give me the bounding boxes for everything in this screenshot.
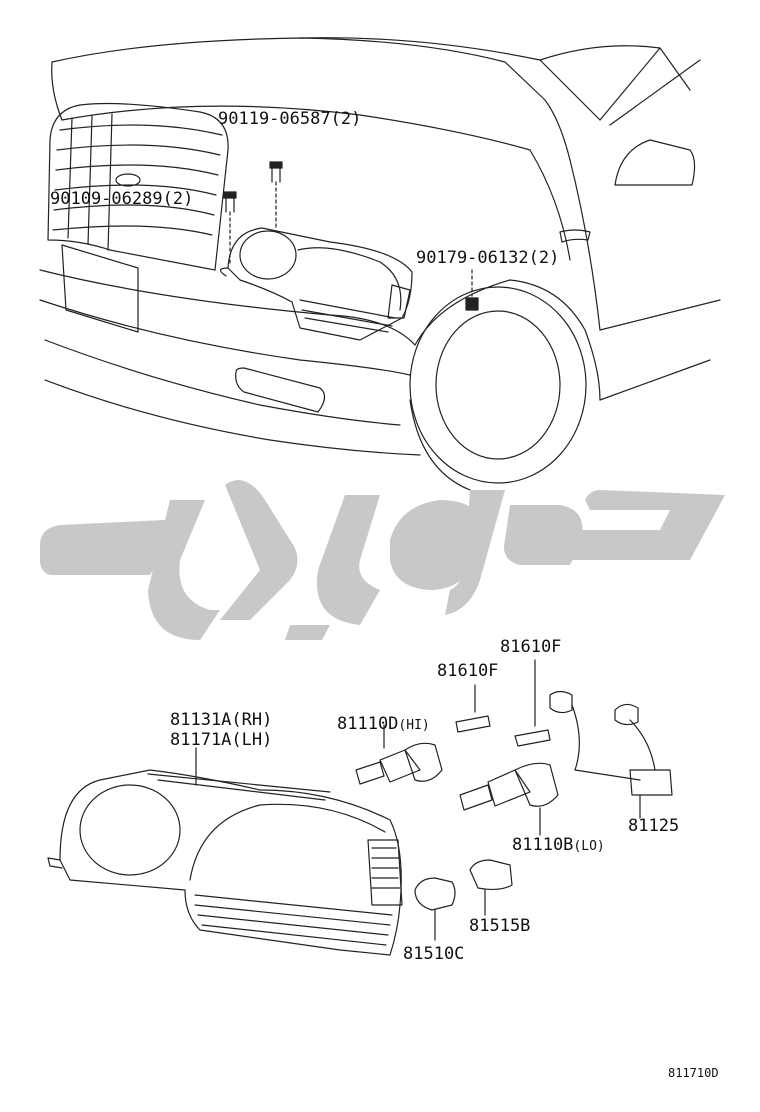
- label-bolt-a: 90119-06587(2): [218, 110, 361, 128]
- label-bulb-hi-note: (HI): [398, 718, 430, 733]
- label-socket: 81515B: [469, 916, 531, 936]
- headlamp-assembly-illustration: [47, 659, 673, 956]
- label-bulb-lo-note: (LO): [573, 839, 605, 854]
- diagram-code: 811710D: [668, 1066, 719, 1080]
- label-small-bulb-1: 81610F: [437, 661, 499, 681]
- label-housing-lh-number: 81171A: [170, 730, 232, 750]
- label-bulb-lo: 81110B(LO): [512, 836, 605, 856]
- label-housing-lh: 81171A(LH): [170, 731, 272, 749]
- label-bolt-a-number: 90119-06587: [218, 109, 331, 129]
- label-clip-qty: (2): [528, 248, 560, 268]
- label-bulb-lo-number: 81110B: [512, 835, 574, 855]
- label-housing-rh-side: (RH): [231, 710, 273, 730]
- label-side-bulb: 81510C: [403, 944, 465, 964]
- car-front-illustration: [39, 37, 721, 491]
- label-clip: 90179-06132(2): [416, 249, 559, 267]
- label-bolt-b-number: 90109-06289: [50, 189, 163, 209]
- watermark-logo: [40, 480, 725, 640]
- label-bolt-b-qty: (2): [162, 189, 194, 209]
- label-socket-wire: 81125: [628, 816, 680, 836]
- label-housing-rh: 81131A(RH): [170, 711, 272, 729]
- label-bulb-hi: 81110D(HI): [337, 715, 430, 735]
- label-small-bulb-2: 81610F: [500, 637, 562, 657]
- label-clip-number: 90179-06132: [416, 248, 529, 268]
- label-bulb-hi-number: 81110D: [337, 714, 399, 734]
- label-bolt-b: 90109-06289(2): [50, 190, 193, 208]
- label-housing-lh-side: (LH): [231, 730, 273, 750]
- label-housing-rh-number: 81131A: [170, 710, 232, 730]
- label-bolt-a-qty: (2): [330, 109, 362, 129]
